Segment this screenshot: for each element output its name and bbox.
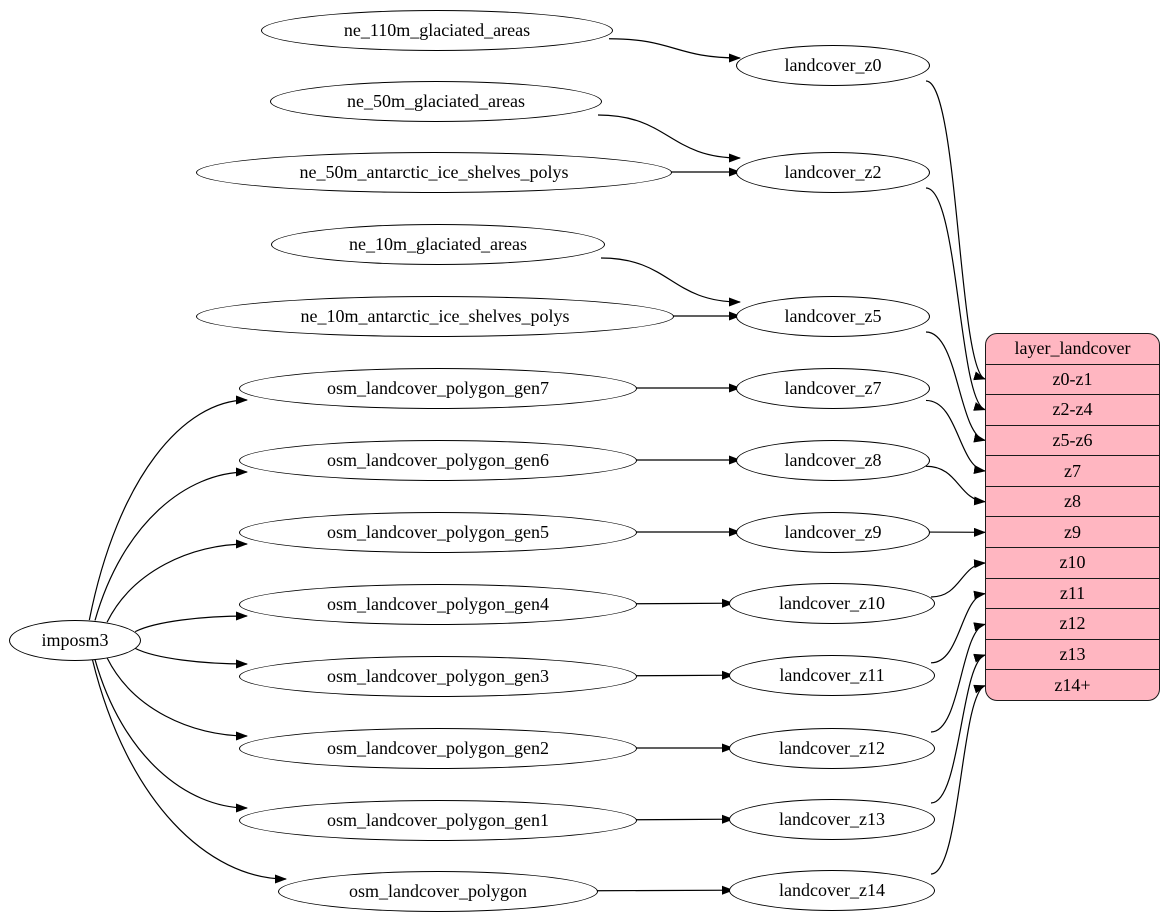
node-osm_landcover_polygon_gen5: osm_landcover_polygon_gen5 [239, 511, 637, 553]
edge-imposm3-to-osm_landcover_polygon_gen1 [94, 659, 248, 813]
edge-osm_landcover_polygon-to-landcover_z14 [593, 885, 734, 895]
edge-ne_110m_glaciated_areas-to-landcover_z0 [608, 38, 741, 63]
node-label: landcover_z2 [784, 161, 882, 182]
edge-imposm3-to-osm_landcover_polygon_gen5 [106, 539, 248, 623]
node-imposm3: imposm3 [9, 619, 141, 661]
edges-group [88, 38, 986, 895]
edge-imposm3-to-osm_landcover_polygon [91, 659, 287, 884]
node-label: osm_landcover_polygon_gen1 [327, 809, 549, 830]
node-label: landcover_z8 [784, 449, 882, 470]
edge-landcover_z12-to-layer_landcover-z12 [930, 622, 986, 733]
edge-landcover_z7-to-layer_landcover-z7 [925, 399, 986, 474]
node-label: ne_50m_glaciated_areas [347, 90, 525, 111]
record-row-z2-z4: z2-z4 [986, 394, 1159, 425]
edge-landcover_z14-to-layer_landcover-z14+ [930, 684, 986, 875]
node-label: osm_landcover_polygon_gen7 [327, 377, 549, 398]
edge-ne_10m_glaciated_areas-to-landcover_z5 [600, 257, 741, 307]
node-osm_landcover_polygon_gen7: osm_landcover_polygon_gen7 [239, 367, 637, 409]
edge-osm_landcover_polygon_gen4-to-landcover_z10 [632, 598, 734, 608]
node-label: landcover_z5 [784, 305, 882, 326]
edge-imposm3-to-osm_landcover_polygon_gen3 [134, 647, 248, 669]
node-landcover_z13: landcover_z13 [729, 798, 935, 840]
node-label: ne_10m_glaciated_areas [349, 233, 527, 254]
record-row-z13: z13 [986, 638, 1159, 670]
record-title: layer_landcover [1014, 338, 1131, 359]
node-landcover_z9: landcover_z9 [736, 511, 930, 553]
edge-osm_landcover_polygon_gen3-to-landcover_z11 [632, 670, 734, 680]
node-osm_landcover_polygon_gen4: osm_landcover_polygon_gen4 [239, 583, 637, 625]
edge-landcover_z11-to-layer_landcover-z11 [930, 590, 986, 664]
node-label: landcover_z14 [779, 879, 885, 900]
node-osm_landcover_polygon_gen1: osm_landcover_polygon_gen1 [239, 799, 637, 841]
node-ne_10m_glaciated_areas: ne_10m_glaciated_areas [271, 223, 605, 265]
edge-imposm3-to-osm_landcover_polygon_gen2 [106, 657, 248, 741]
node-landcover_z12: landcover_z12 [729, 727, 935, 769]
node-label: imposm3 [41, 629, 109, 650]
node-ne_110m_glaciated_areas: ne_110m_glaciated_areas [261, 9, 613, 51]
record-row-z11: z11 [986, 577, 1159, 609]
node-landcover_z14: landcover_z14 [729, 869, 935, 911]
node-osm_landcover_polygon_gen2: osm_landcover_polygon_gen2 [239, 727, 637, 769]
record-row-z9: z9 [986, 516, 1159, 547]
node-ne_10m_antarctic_ice_shelves_polys: ne_10m_antarctic_ice_shelves_polys [196, 295, 674, 337]
node-ne_50m_glaciated_areas: ne_50m_glaciated_areas [270, 80, 602, 122]
node-label: landcover_z13 [779, 808, 885, 829]
node-label: ne_110m_glaciated_areas [343, 19, 531, 40]
record-row-z8: z8 [986, 485, 1159, 517]
node-label: osm_landcover_polygon_gen5 [327, 521, 549, 542]
edge-landcover_z8-to-layer_landcover-z8 [925, 465, 986, 506]
node-label: landcover_z11 [779, 664, 885, 685]
record-row-z7: z7 [986, 455, 1159, 486]
node-landcover_z0: landcover_z0 [736, 44, 930, 86]
node-landcover_z8: landcover_z8 [736, 439, 930, 481]
record-row-z14+: z14+ [986, 669, 1159, 700]
record-row-z10: z10 [986, 547, 1159, 578]
edge-landcover_z13-to-layer_landcover-z13 [930, 653, 986, 804]
node-label: osm_landcover_polygon_gen3 [327, 665, 549, 686]
node-landcover_z2: landcover_z2 [736, 151, 930, 193]
record-row-z5-z6: z5-z6 [986, 424, 1159, 456]
node-label: landcover_z10 [779, 592, 885, 613]
edge-imposm3-to-osm_landcover_polygon_gen4 [134, 611, 248, 633]
edge-osm_landcover_polygon_gen1-to-landcover_z13 [632, 814, 734, 824]
edge-landcover_z5-to-layer_landcover-z5-z6 [925, 331, 986, 443]
edge-imposm3-to-osm_landcover_polygon_gen6 [94, 467, 248, 621]
node-ne_50m_antarctic_ice_shelves_polys: ne_50m_antarctic_ice_shelves_polys [196, 151, 672, 193]
node-label: osm_landcover_polygon_gen4 [327, 593, 549, 614]
node-label: osm_landcover_polygon_gen6 [327, 449, 549, 470]
node-label: landcover_z7 [784, 377, 882, 398]
edge-landcover_z2-to-layer_landcover-z2-z4 [925, 187, 986, 411]
node-label: landcover_z9 [784, 521, 882, 542]
edge-landcover_z10-to-layer_landcover-z10 [930, 559, 986, 598]
edge-landcover_z0-to-layer_landcover-z0-z1 [925, 80, 986, 381]
node-label: landcover_z0 [784, 54, 882, 75]
node-osm_landcover_polygon_gen3: osm_landcover_polygon_gen3 [239, 655, 637, 697]
node-label: landcover_z12 [779, 737, 885, 758]
record-row-z0-z1: z0-z1 [986, 363, 1159, 395]
node-landcover_z11: landcover_z11 [729, 654, 935, 696]
edge-imposm3-to-osm_landcover_polygon_gen7 [88, 395, 248, 621]
node-osm_landcover_polygon_gen6: osm_landcover_polygon_gen6 [239, 439, 637, 481]
node-landcover_z7: landcover_z7 [736, 367, 930, 409]
node-label: osm_landcover_polygon [349, 880, 527, 901]
node-label: osm_landcover_polygon_gen2 [327, 737, 549, 758]
node-label: ne_50m_antarctic_ice_shelves_polys [299, 161, 569, 182]
node-landcover_z5: landcover_z5 [736, 295, 930, 337]
record-row-z12: z12 [986, 608, 1159, 639]
node-osm_landcover_polygon: osm_landcover_polygon [278, 870, 598, 912]
node-label: ne_10m_antarctic_ice_shelves_polys [300, 305, 570, 326]
edge-ne_50m_glaciated_areas-to-landcover_z2 [597, 114, 741, 163]
node-landcover_z10: landcover_z10 [729, 582, 935, 624]
